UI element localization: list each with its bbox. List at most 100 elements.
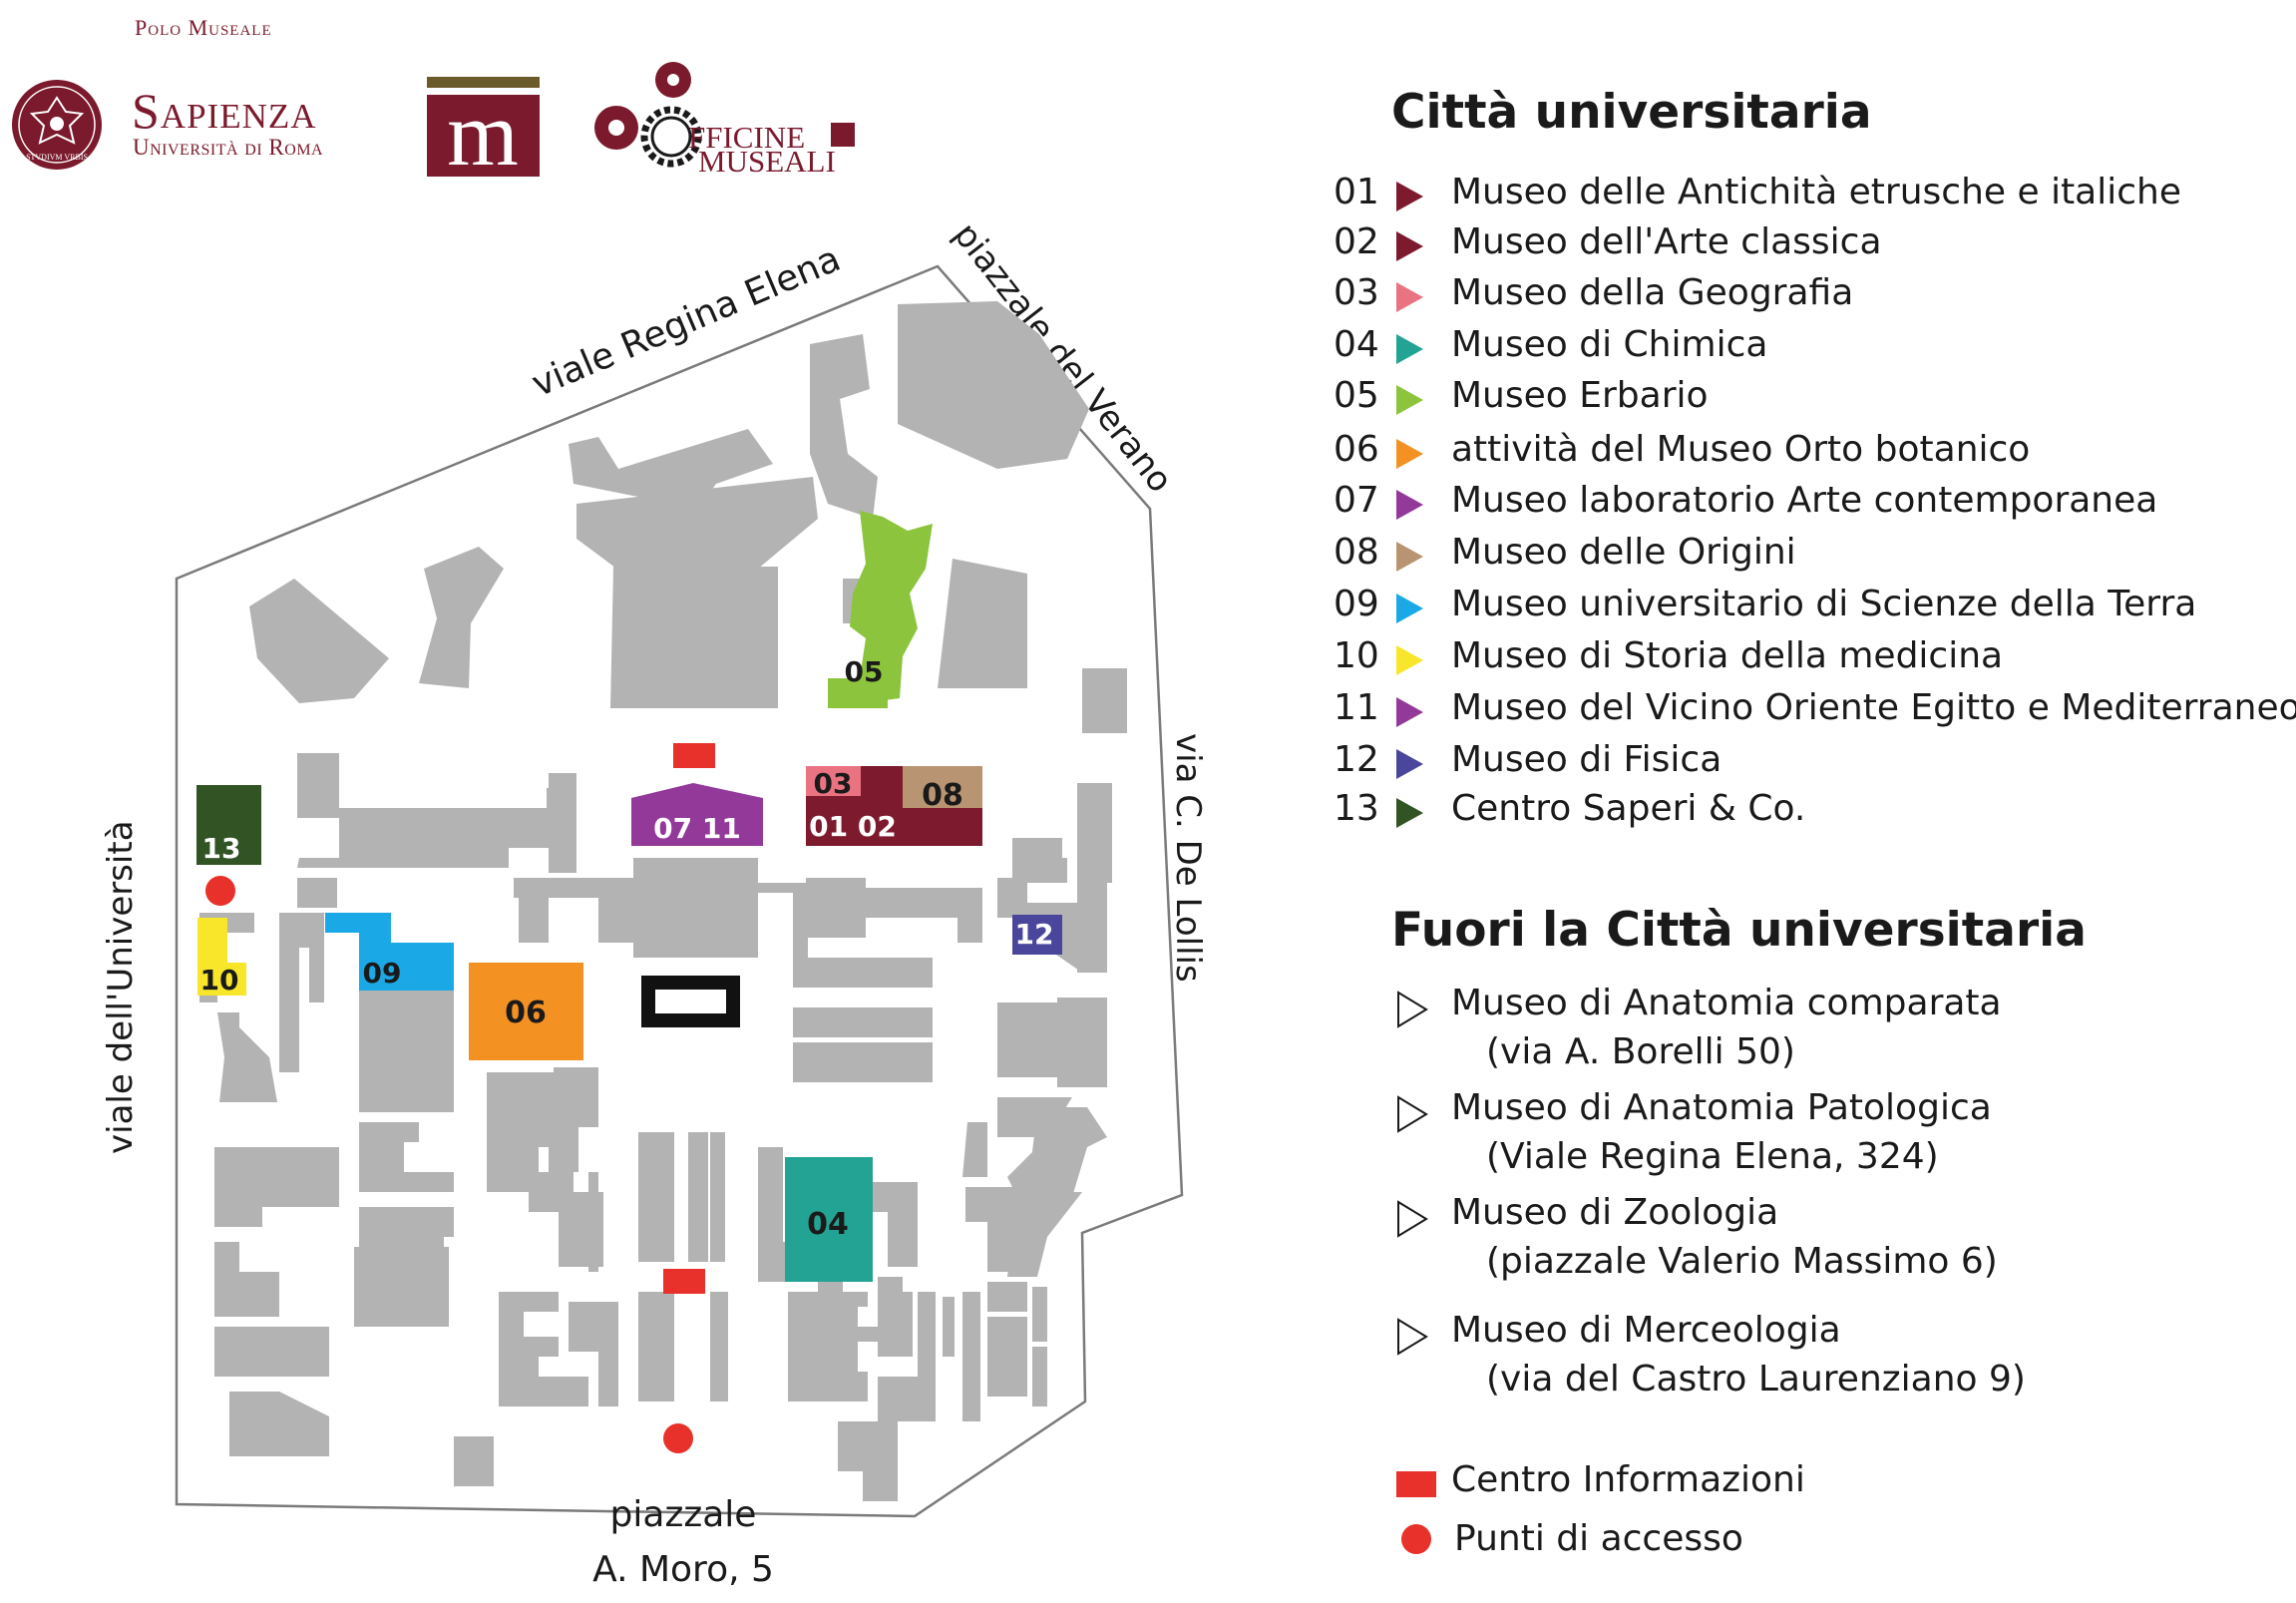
piazzale-moro-line1: piazzale [610,1494,757,1535]
museum-01-02-antichita-arte-classica[interactable] [806,766,982,846]
map-label-13: 13 [202,832,241,865]
legend-label[interactable]: Museo delle Antichità etrusche e italich… [1451,172,2182,212]
map-label-05: 05 [845,655,884,688]
sapienza-subtitle: Università di Roma [133,135,323,160]
building [813,918,863,938]
polo-museale-label: Polo Museale [135,15,272,40]
legend-number: 08 [1334,532,1379,573]
building [962,1292,980,1421]
sapienza-seal-icon[interactable]: STVDIVM VRBIS [12,80,102,170]
sapienza-wordmark[interactable]: Sapienza [132,83,317,139]
building [359,988,454,1112]
museum-03-geografia[interactable] [806,766,861,796]
museum-05-erbario[interactable] [850,511,933,703]
building [487,1072,603,1267]
access-point-marker[interactable] [205,876,235,906]
building [918,1292,936,1421]
outside-museum-label[interactable]: Museo di Anatomia Patologica [1451,1087,1992,1128]
access-point-marker[interactable] [663,1423,693,1453]
legend-marker-triangle-icon [1396,385,1423,415]
building [519,898,549,943]
building [938,559,1027,688]
legend-number: 13 [1334,788,1379,829]
outside-museum-address: (via del Castro Laurenziano 9) [1486,1359,2026,1400]
building [638,1292,674,1402]
building [987,1282,1027,1312]
legend-label[interactable]: Museo Erbario [1451,375,1709,416]
building [987,1317,1027,1357]
outside-museum-label[interactable]: Museo di Merceologia [1451,1310,1841,1351]
building [878,1377,918,1421]
building [793,958,933,988]
building [214,1242,279,1317]
building [638,1132,674,1262]
museum-09-scienze-terra[interactable] [325,913,454,991]
piazzale-moro-line2: A. Moro, 5 [592,1549,774,1590]
building [1007,1192,1082,1277]
museum-07-11[interactable] [631,783,763,846]
map-label-07-11: 07 11 [653,812,741,845]
museum-04-chimica[interactable] [785,1157,873,1282]
museum-10-storia-medicina[interactable] [197,918,246,996]
outside-museum-label[interactable]: Museo di Zoologia [1451,1192,1779,1233]
building [758,1162,783,1177]
map-label-09: 09 [363,957,402,990]
outline-triangle-icon [1396,1200,1428,1238]
building [549,773,576,873]
building [1077,783,1112,883]
building [1032,1347,1047,1406]
legend-number: 11 [1334,687,1379,728]
info-centre-marker[interactable] [663,1269,705,1294]
outside-museum-label[interactable]: Museo di Anatomia comparata [1451,983,2002,1023]
legend-label[interactable]: Museo della Geografia [1451,272,1854,313]
legend-marker-triangle-icon [1396,231,1423,261]
gears-icon [594,62,702,168]
museum-08-origini[interactable] [903,766,982,808]
museum-06-orto-botanico[interactable] [469,963,583,1060]
legend-label[interactable]: Museo di Fisica [1451,739,1722,780]
legend-number: 09 [1334,584,1379,624]
legend-number: 06 [1334,429,1379,470]
info-centre-marker[interactable] [673,743,715,768]
building [1007,1107,1107,1197]
legend-number: 05 [1334,375,1379,416]
legend-label[interactable]: Museo di Storia della medicina [1451,635,2004,676]
access-point-swatch [1401,1524,1431,1554]
legend-label[interactable]: attività del Museo Orto botanico [1451,429,2031,470]
buildings [199,301,1127,1501]
key-info-label: Centro Informazioni [1451,1459,1805,1500]
legend-marker-triangle-icon [1396,749,1423,779]
info-centre-swatch [1396,1471,1436,1497]
legend-number: 10 [1334,635,1379,676]
legend-marker-triangle-icon [1396,798,1423,828]
museum-13-saperi[interactable] [196,785,261,865]
legend-label[interactable]: Museo delle Origini [1451,532,1796,573]
museum-05-block[interactable] [828,678,888,708]
legend-label[interactable]: Museo del Vicino Oriente Egitto e Medite… [1451,687,2296,728]
legend-label[interactable]: Museo laboratorio Arte contemporanea [1451,480,2158,521]
legend-label[interactable]: Museo dell'Arte classica [1451,221,1882,262]
outline-triangle-icon [1396,1318,1428,1356]
legend-number: 03 [1334,272,1379,313]
building [217,1012,277,1102]
building [878,1277,903,1292]
officine-line2: MUSEALI [698,144,836,179]
legend-label[interactable]: Museo universitario di Scienze della Ter… [1451,584,2197,624]
legend-label[interactable]: Centro Saperi & Co. [1451,788,1806,829]
legend-number: 02 [1334,221,1379,262]
museum-12-fisica[interactable] [1012,915,1062,955]
building [878,1292,913,1357]
building [793,1007,933,1037]
officine-line1: FFICINE [688,120,805,155]
building [297,753,569,868]
building [1037,858,1067,883]
officine-museali-logo[interactable]: FFICINE MUSEALI [594,62,855,179]
building [598,878,633,943]
polo-museale-logo-icon[interactable]: m [427,77,540,185]
building [569,429,773,509]
building [297,858,339,868]
legend-label[interactable]: Museo di Chimica [1451,324,1768,365]
building [588,1172,598,1272]
legend-marker-triangle-icon [1396,182,1423,211]
